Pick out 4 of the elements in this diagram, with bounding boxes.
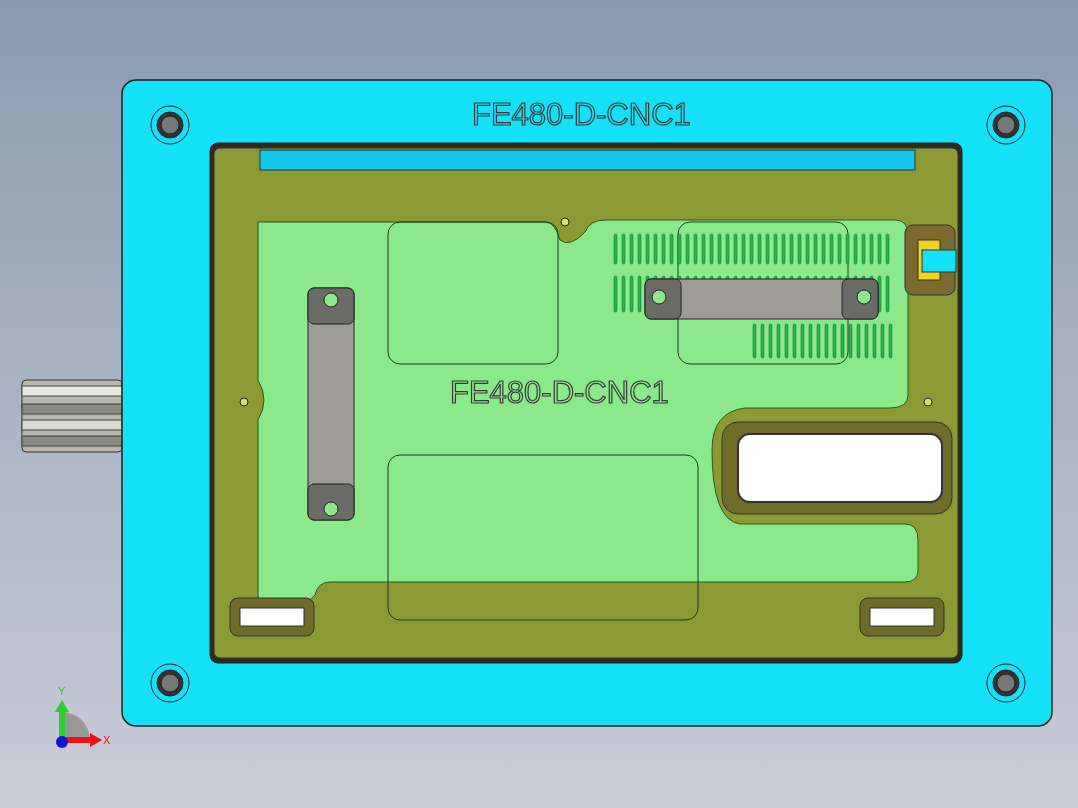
axis-label: Y xyxy=(58,686,66,697)
axis-label: X xyxy=(103,735,111,746)
part-number-text: FE480-D-CNC1 xyxy=(472,99,691,130)
part-number-text: FE480-D-CNC1 xyxy=(450,377,669,408)
